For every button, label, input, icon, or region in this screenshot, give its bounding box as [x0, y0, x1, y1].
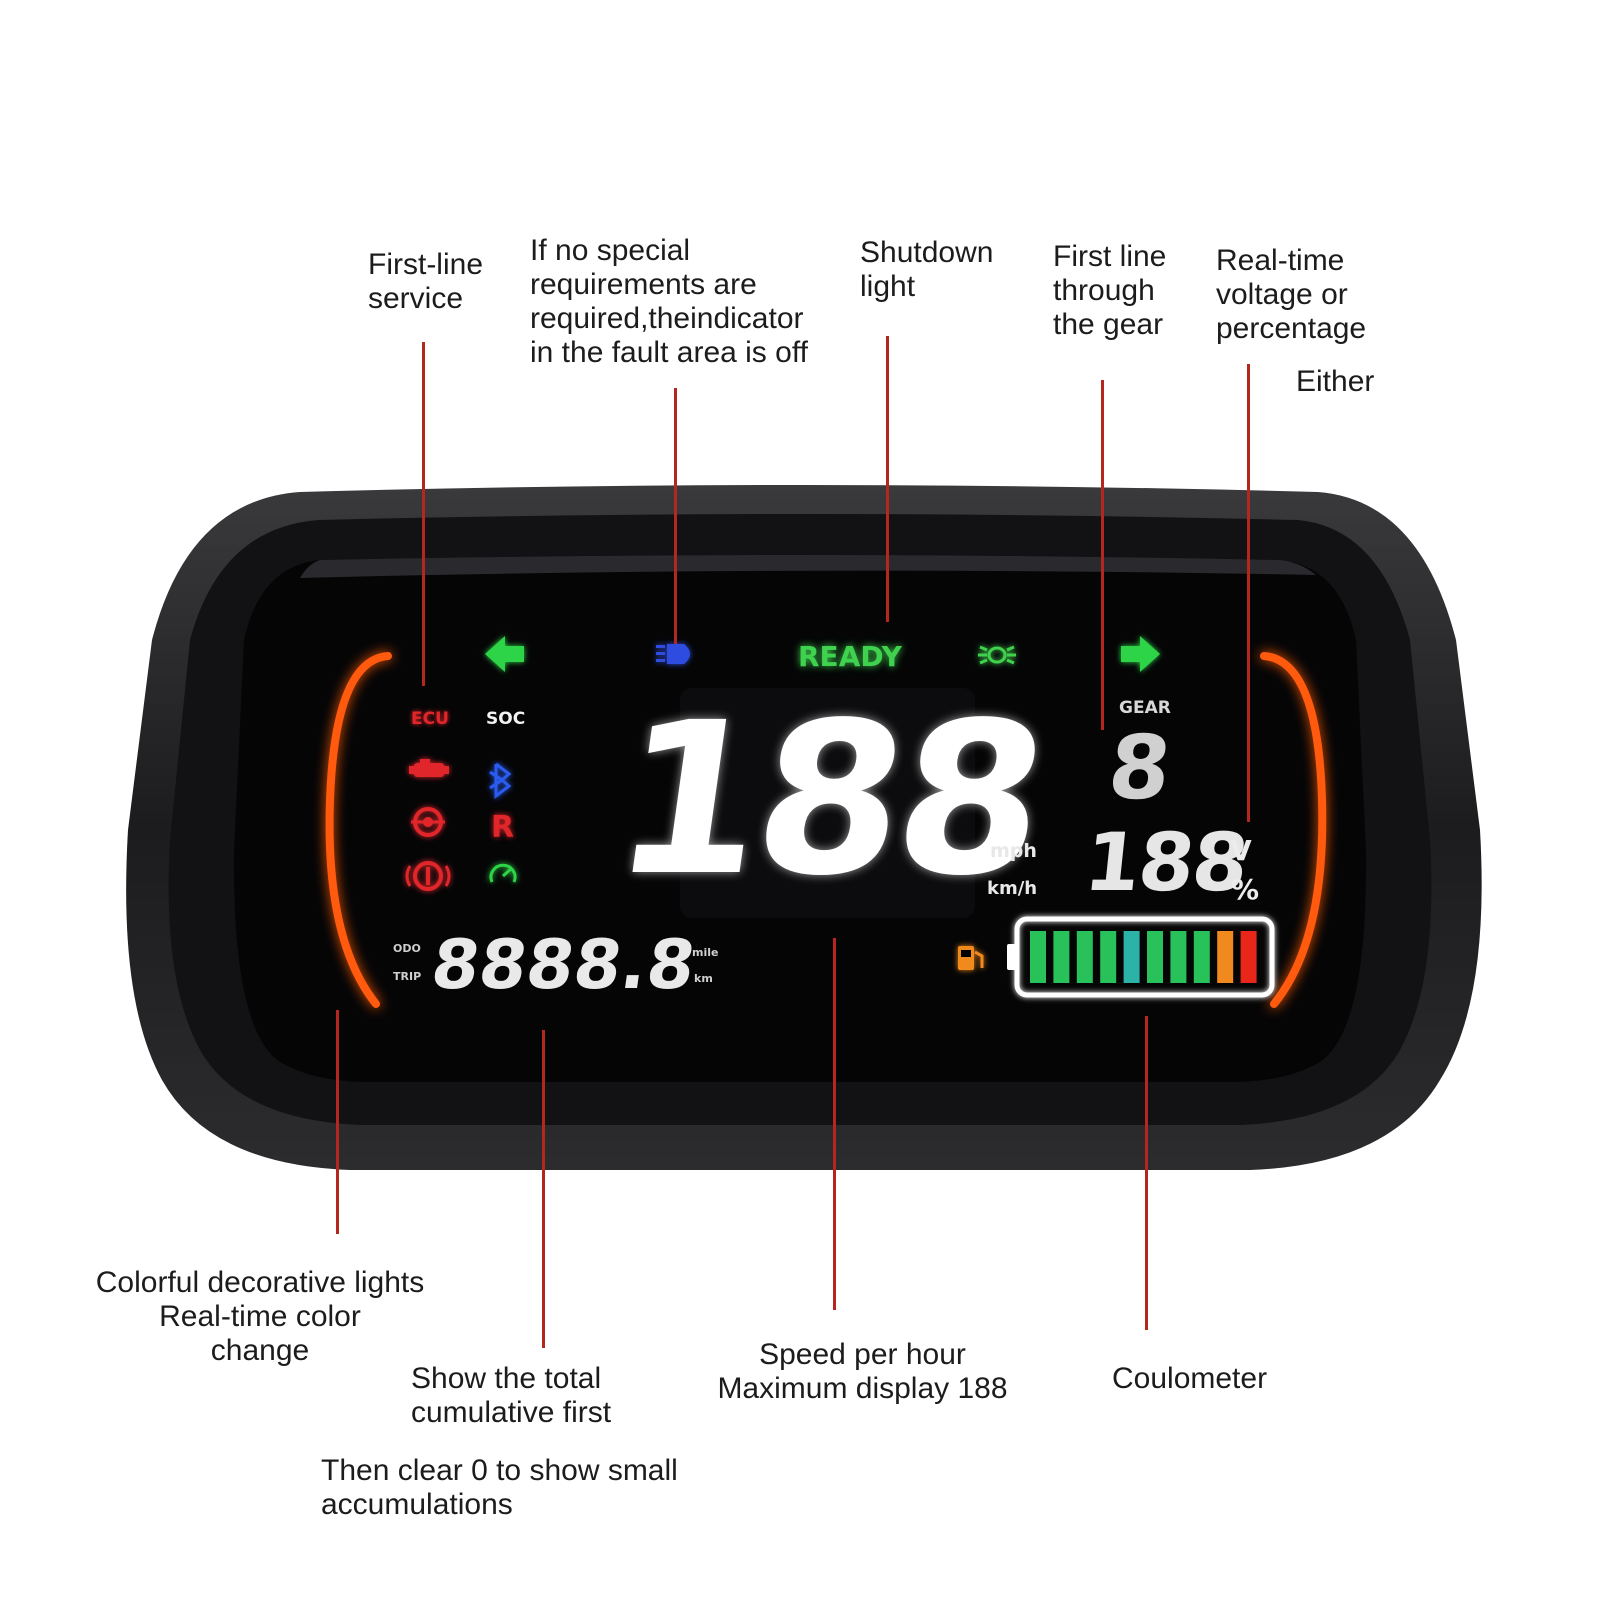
leader-fault-area	[674, 388, 677, 644]
leader-odometer	[542, 1030, 545, 1348]
battery-tip	[1007, 944, 1016, 970]
deco-light-left	[325, 652, 392, 1008]
label-voltage-percentage: Real-time voltage or percentage	[1216, 244, 1367, 345]
leader-coulometer	[1145, 1016, 1148, 1330]
leader-decorative-lights	[336, 1010, 339, 1234]
battery-segment	[1193, 931, 1210, 983]
ecu-label: ECU	[411, 709, 449, 729]
battery-bars	[1030, 931, 1257, 983]
engine-fault-icon	[409, 759, 449, 777]
battery-segment	[1053, 931, 1070, 983]
left-turn-arrow-icon	[485, 636, 524, 672]
battery-segment	[1100, 931, 1117, 983]
battery-outline	[1014, 916, 1275, 998]
speed-unit-kmh: km/h	[987, 878, 1038, 899]
label-first-line-service: First-line service	[368, 248, 484, 315]
leader-shutdown-light	[886, 336, 889, 622]
cruise-icon	[489, 863, 517, 883]
odometer-digits: 8888.8	[426, 926, 701, 1005]
gear-label: GEAR	[1119, 698, 1171, 718]
label-odometer-clear: Then clear 0 to show small accumulations	[321, 1454, 678, 1521]
label-speed: Speed per hour Maximum display 188	[717, 1338, 1008, 1405]
trip-label: TRIP	[393, 970, 422, 983]
odo-label: ODO	[393, 942, 421, 955]
battery-segment	[1240, 931, 1257, 983]
battery-segment	[1217, 931, 1234, 983]
label-first-line-gear: First line through the gear	[1053, 240, 1167, 341]
label-coulometer: Coulometer	[1112, 1362, 1268, 1395]
high-beam-icon	[656, 644, 690, 664]
battery-segment	[1030, 931, 1046, 983]
label-odometer-total: Show the total cumulative first	[411, 1362, 612, 1429]
label-decorative-lights: Colorful decorative lights Real-time col…	[95, 1266, 425, 1367]
leader-first-line-service	[422, 342, 425, 686]
position-light-icon	[978, 645, 1016, 665]
battery-segment	[1170, 931, 1187, 983]
leader-voltage	[1247, 364, 1250, 822]
ready-text: READY	[798, 640, 902, 673]
label-shutdown-light: Shutdown light	[860, 236, 994, 303]
unit-volt: V	[1230, 834, 1252, 867]
speed-unit-mph: mph	[990, 840, 1037, 862]
reverse-indicator: R	[491, 810, 515, 845]
battery-segment	[1076, 931, 1093, 983]
voltage-digits: 188	[1080, 816, 1251, 909]
unit-km: km	[694, 972, 713, 985]
leader-speed	[833, 938, 836, 1310]
deco-light-right	[1260, 652, 1327, 1008]
leader-gear	[1101, 380, 1104, 730]
battery-segment	[1147, 931, 1163, 983]
speed-panel	[680, 688, 975, 918]
label-either: Either	[1296, 365, 1375, 398]
label-fault-area: If no special requirements are required,…	[530, 234, 808, 369]
unit-mile: mile	[692, 946, 719, 959]
bluetooth-icon	[489, 762, 512, 800]
right-turn-arrow-icon	[1121, 636, 1160, 672]
screen-reflection	[300, 555, 1316, 578]
gear-digit: 8	[1103, 716, 1176, 819]
unit-percent: %	[1231, 873, 1260, 906]
brake-fault-icon	[405, 861, 451, 891]
motor-fault-icon	[411, 807, 445, 837]
soc-label: SOC	[486, 709, 526, 729]
fuel-icon	[958, 946, 984, 970]
battery-segment	[1123, 931, 1140, 983]
